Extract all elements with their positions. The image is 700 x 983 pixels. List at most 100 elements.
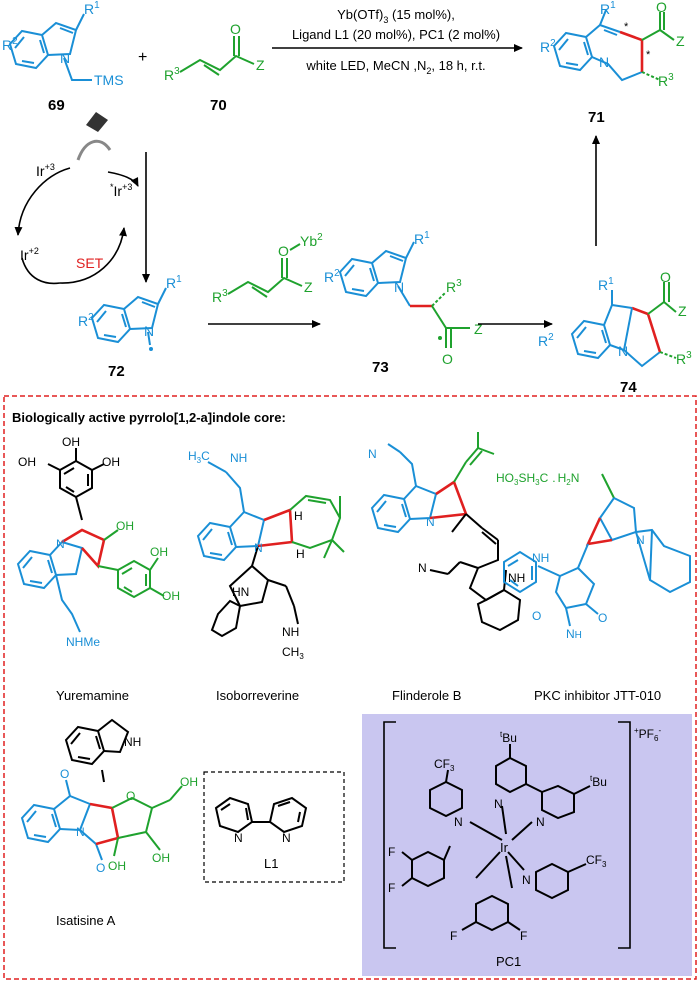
n-pc1-2: N	[536, 815, 545, 829]
n-yure: N	[56, 537, 65, 551]
ir3-excited-label: *Ir+3	[110, 182, 132, 199]
cf3-2: CF3	[586, 853, 607, 869]
isatisine-a-structure	[20, 718, 183, 861]
n-l1-1: N	[234, 831, 243, 845]
r3-label-74: R3	[676, 350, 692, 367]
pf6-label: +PF6-	[634, 726, 661, 743]
compound-70-label: 70	[210, 97, 227, 114]
r1-label-72: R1	[166, 274, 182, 291]
compound-70-structure	[179, 36, 255, 76]
z-label: Z	[256, 57, 265, 73]
o-label-acc: O	[278, 243, 289, 259]
compound-72-structure	[90, 287, 167, 346]
nh-isat: NH	[124, 735, 141, 749]
n-pkc: N	[636, 533, 645, 547]
o-label-74: O	[660, 269, 671, 285]
n-pc1-3: N	[454, 815, 463, 829]
n-label-73: N	[394, 279, 404, 295]
f-2: F	[388, 881, 395, 895]
oh-1: OH	[62, 435, 80, 449]
plus-sign: +	[138, 49, 147, 66]
f-3: F	[450, 929, 457, 943]
oh-isat-1: OH	[180, 775, 198, 789]
pc1-structure	[401, 744, 591, 932]
flinderole-b-name: Flinderole B	[392, 688, 461, 703]
pc1-name: PC1	[496, 954, 521, 969]
n-flind-3: N	[418, 561, 427, 575]
f-1: F	[388, 845, 395, 859]
pkc-name: PKC inhibitor JTT-010	[534, 688, 661, 703]
n-flind-2: N	[426, 515, 435, 529]
r2-label-73: R2	[324, 268, 340, 285]
pkc-substituent: HO3SH3C.H2N	[496, 471, 579, 487]
conditions-line-3: white LED, MeCN ,N2, 18 h, r.t.	[305, 58, 485, 76]
oh-3: OH	[116, 519, 134, 533]
o-label-73: O	[442, 351, 453, 367]
n-pc1-4: N	[522, 873, 531, 887]
h-iso-2: H	[296, 547, 305, 561]
yuremamine-name: Yuremamine	[56, 688, 129, 703]
nh-iso-2: NH	[282, 625, 299, 639]
tbu-2: tBu	[590, 774, 607, 789]
ir2-label: Ir+2	[20, 246, 39, 263]
panel-title: Biologically active pyrrolo[1,2-a]indole…	[12, 410, 286, 425]
h-iso-1: H	[294, 509, 303, 523]
hn-iso: HN	[232, 585, 249, 599]
compound-73-structure	[338, 241, 470, 348]
oh-4: OH	[150, 545, 168, 559]
set-label: SET	[76, 255, 104, 271]
yb-activated-acceptor	[227, 243, 303, 298]
n-flind-1: N	[368, 447, 377, 461]
oh-isat-3: OH	[152, 851, 170, 865]
stereo-star-1: *	[624, 21, 629, 33]
isoborreverine-name: Isoborreverine	[216, 688, 299, 703]
catalytic-cycle	[14, 112, 139, 285]
isatisine-a-name: Isatisine A	[56, 913, 116, 928]
ir-label: Ir	[500, 840, 509, 855]
conditions-line-2: Ligand L1 (20 mol%), PC1 (2 mol%)	[292, 27, 500, 42]
radical-dot-73	[438, 336, 442, 340]
yuremamine-structure	[16, 448, 165, 633]
compound-69-label: 69	[48, 97, 65, 114]
r1-label-74: R1	[598, 276, 614, 293]
z-label-acc: Z	[304, 279, 313, 295]
isoborreverine-structure	[196, 461, 345, 638]
hn-pkc: NH	[566, 627, 582, 641]
flinderole-b-structure	[370, 432, 522, 632]
n-label: N	[60, 50, 70, 66]
o-label-71: O	[656, 0, 667, 15]
cf3-1: CF3	[434, 757, 455, 773]
yb-label: Yb2	[300, 232, 323, 249]
tms-label: TMS	[94, 72, 124, 88]
compound-73-label: 73	[372, 359, 389, 376]
l1-name: L1	[264, 856, 278, 871]
lamp-icon	[86, 112, 108, 132]
o-isat-2: O	[96, 861, 105, 875]
n-l1-2: N	[282, 831, 291, 845]
l1-structure	[214, 796, 308, 834]
compound-74-structure	[570, 282, 677, 368]
n-isat: N	[76, 825, 85, 839]
n-pc1-1: N	[494, 797, 503, 811]
conditions-line-1: Yb(OTf)3 (15 mol%),	[337, 7, 455, 25]
tbu-1: tBu	[500, 730, 517, 745]
n-label-74: N	[618, 343, 628, 359]
ir3-label: Ir+3	[36, 162, 55, 179]
n-label-72: N	[144, 323, 154, 339]
nh-flind: NH	[508, 571, 525, 585]
r2-label-72: R2	[78, 312, 94, 329]
natural-products-panel	[3, 395, 697, 980]
oh-2: OH	[102, 455, 120, 469]
ho-1: OH	[18, 455, 36, 469]
r1-label: R1	[84, 0, 100, 17]
pkc-inhibitor-structure	[503, 473, 691, 627]
compound-72-label: 72	[108, 363, 125, 380]
r3-label-acc: R3	[212, 288, 228, 305]
nh-pkc: NH	[532, 551, 549, 565]
n-label-71: N	[599, 54, 609, 70]
nh-iso: NH	[230, 451, 247, 465]
z-label-74: Z	[678, 303, 687, 319]
compound-69-structure	[8, 13, 92, 81]
stereo-star-2: *	[646, 49, 651, 61]
oh-isat-2: OH	[108, 859, 126, 873]
